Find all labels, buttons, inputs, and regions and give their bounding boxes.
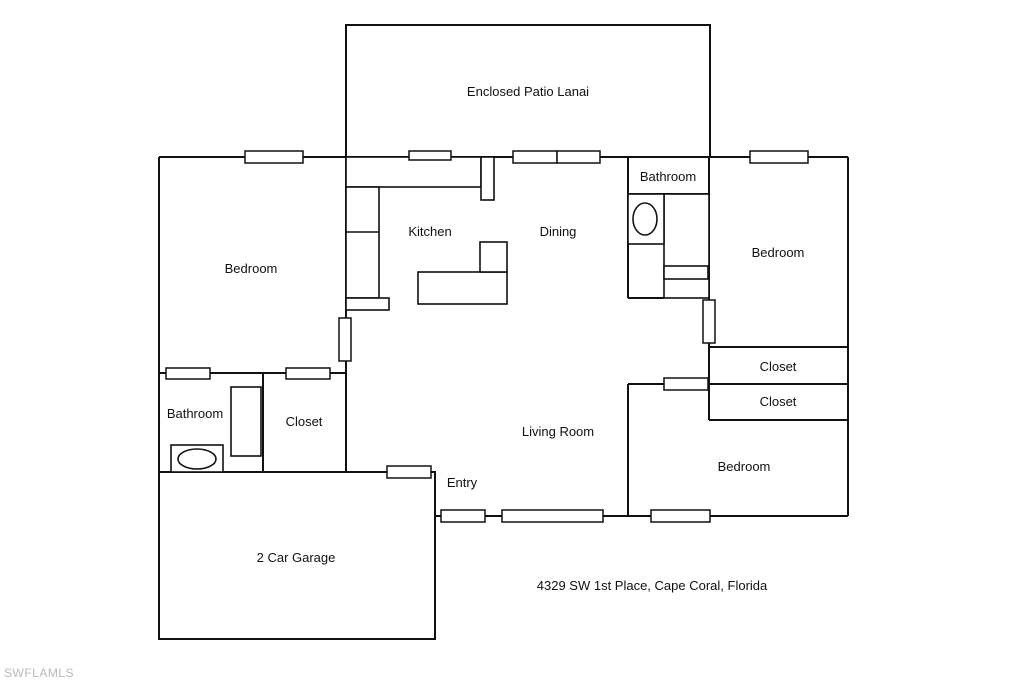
window-south-1 — [440, 509, 486, 523]
window-lanai-1 — [408, 150, 452, 161]
watermark-logo: SWFLAMLS — [4, 666, 75, 680]
bathroom-top-right-label: Bathroom — [640, 169, 696, 184]
door-bottom-bedroom — [663, 377, 709, 391]
closet-right-2-label: Closet — [760, 394, 797, 409]
closet-right-1-label: Closet — [760, 359, 797, 374]
window-north-right — [749, 150, 809, 164]
kitchen-counter-end — [345, 297, 390, 311]
kitchen-label: Kitchen — [408, 224, 451, 239]
window-left-bath — [165, 367, 211, 380]
bedroom-bottom-right-label: Bedroom — [718, 459, 771, 474]
door-right-bedroom — [702, 299, 716, 344]
left-bath-tub — [230, 386, 262, 457]
garage-outline — [158, 471, 436, 640]
sink-basin-icon — [177, 448, 217, 470]
dining-label: Dining — [540, 224, 577, 239]
entry-label: Entry — [447, 475, 478, 490]
shower-rect — [663, 265, 709, 280]
lanai-label: Enclosed Patio Lanai — [467, 84, 589, 99]
bedroom-right-label: Bedroom — [752, 245, 805, 260]
fridge-rect — [480, 156, 495, 201]
bathtub-basin-icon — [632, 202, 658, 236]
closet-left-label: Closet — [286, 414, 323, 429]
address-text: 4329 SW 1st Place, Cape Coral, Florida — [537, 578, 768, 593]
bedroom-left-label: Bedroom — [225, 261, 278, 276]
window-south-2 — [501, 509, 604, 523]
living-room-label: Living Room — [522, 424, 594, 439]
kitchen-counter-top — [345, 156, 482, 188]
island-return — [479, 241, 508, 273]
island-base — [417, 271, 508, 305]
window-south-3 — [650, 509, 711, 523]
vanity-counter — [663, 193, 710, 299]
window-closet — [285, 367, 331, 380]
garage-label: 2 Car Garage — [257, 550, 336, 565]
window-lanai-2 — [512, 150, 558, 164]
window-entry — [386, 465, 432, 479]
window-lanai-3 — [556, 150, 601, 164]
window-north-left — [244, 150, 304, 164]
door-left-bedroom — [338, 317, 352, 362]
kitchen-counter-left — [345, 186, 380, 299]
bathroom-left-label: Bathroom — [167, 406, 223, 421]
